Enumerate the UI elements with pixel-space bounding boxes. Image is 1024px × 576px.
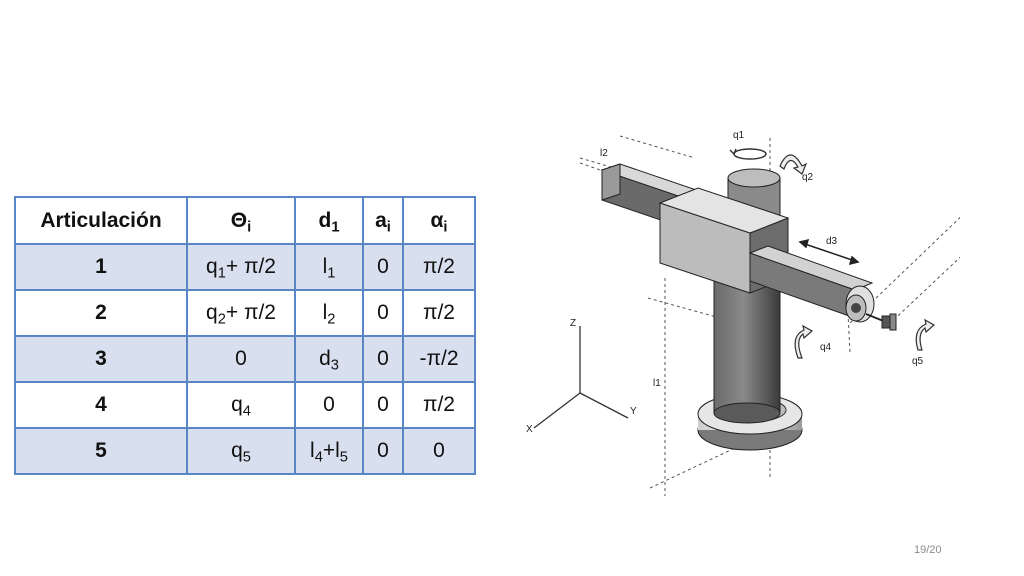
label-q1: q1 [733,130,745,141]
label-l1: l1 [653,378,661,389]
rotation-arrow-q5 [915,318,936,351]
table-header-row: Articulación Θi d1 ai αi [14,196,476,245]
table-row: 3 0 d3 0 -π/2 [14,335,476,383]
wrist [845,285,897,331]
d-cell: 0 [294,381,364,429]
joint-cell: 3 [14,335,188,383]
label-q2: q2 [802,172,814,183]
theta-cell: q5 [186,427,296,475]
table-row: 1 q1+ π/2 l1 0 π/2 [14,243,476,291]
link-d3 [748,245,874,319]
d-cell: d3 [294,335,364,383]
joint-cell: 4 [14,381,188,429]
d-cell: l2 [294,289,364,337]
a-cell: 0 [362,427,404,475]
alpha-cell: -π/2 [402,335,476,383]
coordinate-frame [533,326,629,429]
theta-cell: q4 [186,381,296,429]
d-cell: l1 [294,243,364,291]
theta-cell: q1+ π/2 [186,243,296,291]
arrow-d3 [798,238,860,266]
rotation-arrow-q2 [779,154,808,175]
page-number: 19/20 [914,544,942,556]
axis-z-label: Z [570,318,576,329]
label-d3: d3 [826,236,838,247]
header-d: d1 [294,196,364,245]
alpha-cell: π/2 [402,381,476,429]
alpha-cell: π/2 [402,243,476,291]
joint-cell: 1 [14,243,188,291]
joint-cell: 2 [14,289,188,337]
axis-x-label: X [526,424,533,435]
table-row: 5 q5 l4+l5 0 0 [14,427,476,475]
alpha-cell: 0 [402,427,476,475]
dh-parameters-table: Articulación Θi d1 ai αi 1 q1+ π/2 l1 0 … [14,196,476,475]
a-cell: 0 [362,335,404,383]
a-cell: 0 [362,243,404,291]
label-q5: q5 [912,356,924,367]
theta-cell: 0 [186,335,296,383]
header-alpha: αi [402,196,476,245]
axis-y-label: Y [630,406,637,417]
table-row: 4 q4 0 0 π/2 [14,381,476,429]
joint-cell: 5 [14,427,188,475]
a-cell: 0 [362,289,404,337]
header-theta: Θi [186,196,296,245]
label-q4: q4 [820,342,832,353]
table-row: 2 q2+ π/2 l2 0 π/2 [14,289,476,337]
label-l2: l2 [600,148,608,159]
alpha-cell: π/2 [402,289,476,337]
theta-cell: q2+ π/2 [186,289,296,337]
a-cell: 0 [362,381,404,429]
robot-arm-diagram: l2 q1 q2 d3 l4 l5 q4 q5 l1 Z X Y [526,130,960,496]
header-articulacion: Articulación [14,196,188,245]
rotation-arrow-q4 [794,324,814,359]
d-cell: l4+l5 [294,427,364,475]
rotation-arrow-q1 [729,148,767,160]
header-a: ai [362,196,404,245]
